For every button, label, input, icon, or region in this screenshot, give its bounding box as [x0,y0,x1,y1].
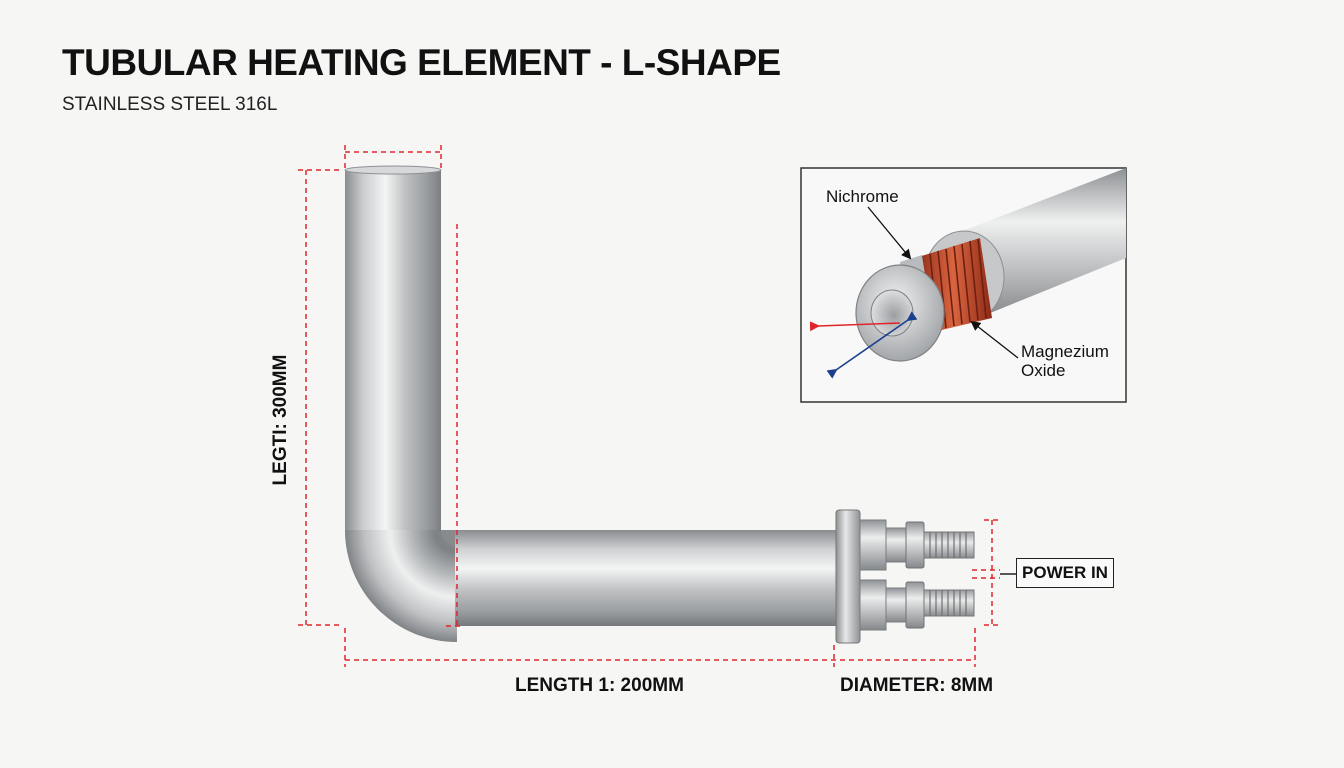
tube-bend-inner [441,530,457,546]
hex-nut-bottom [905,581,925,629]
page-title: TUBULAR HEATING ELEMENT - L-SHAPE [62,42,781,83]
tube-open-end [344,165,442,175]
oxide-label-line2: Oxide [1021,361,1066,380]
terminal-flange-assembly [835,509,975,644]
page-subtitle: STAINLESS STEEL 316L [62,94,278,115]
stud-threads [929,532,967,616]
horizontal-tube-leg [455,530,837,626]
inner-bore [870,289,914,337]
oxide-leader [970,320,1019,359]
oxide-label-line1: Magnezium [1021,342,1109,361]
l-shaped-tube [344,165,837,642]
terminal-sleeve-bottom [885,587,907,623]
terminal-sleeve-top [885,527,907,563]
dimension-lines [298,145,1000,667]
flow-in-arrow [826,311,918,379]
vertical-tube-leg [345,170,441,532]
cross-section-inset [800,167,1127,403]
nichrome-leader [867,206,912,260]
flange-plate [835,509,861,644]
terminal-collar-top [859,519,887,571]
hex-nut-top [905,521,925,569]
nichrome-label: Nichrome [826,187,899,206]
terminal-collar-bottom [859,579,887,631]
tube-bend [345,530,457,642]
diameter-label: DIAMETER: 8MM [840,675,994,696]
power-in-label: POWER IN [1016,558,1114,588]
vertical-length-label: LEGTI: 300MM [270,354,291,486]
power-in-text: POWER IN [1022,563,1108,582]
horizontal-length-label: LENGTH 1: 200MM [515,675,684,696]
